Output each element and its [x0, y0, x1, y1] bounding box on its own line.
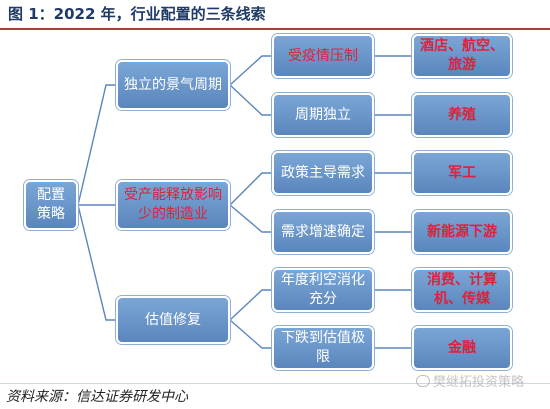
title-divider	[0, 28, 550, 30]
root-node-label: 配置策略	[37, 187, 65, 222]
sub-node-1-1-label: 受疫情压制	[288, 47, 358, 64]
branch-node-2-label: 受产能释放影响少的制造业	[124, 187, 222, 222]
sub-node-3-1-label: 年度利空消化充分	[281, 272, 365, 307]
sub-node-3-2-label: 下跌到估值极限	[281, 330, 365, 365]
sub-node-1-2-label: 周期独立	[295, 106, 351, 123]
sub-node-3-2: 下跌到估值极限	[272, 326, 374, 370]
connector-branch2-child1	[229, 172, 272, 206]
leaf-node-4: 新能源下游	[412, 210, 512, 254]
footer-divider	[0, 383, 550, 384]
sub-node-3-1: 年度利空消化充分	[272, 268, 374, 312]
sub-node-2-2-label: 需求增速确定	[281, 223, 365, 240]
source-note: 资料来源：信达证券研发中心	[6, 389, 188, 405]
leaf-node-5-label: 消费、计算机、传媒	[427, 272, 497, 307]
leaf-node-6: 金融	[412, 326, 512, 370]
connector-branch1-child2	[229, 84, 272, 116]
leaf-node-3: 军工	[412, 151, 512, 195]
root-node: 配置策略	[24, 180, 78, 230]
leaf-node-6-label: 金融	[448, 339, 476, 356]
leaf-node-1: 酒店、航空、旅游	[412, 34, 512, 78]
branch-node-1: 独立的景气周期	[116, 60, 230, 110]
figure-title: 图 1：2022 年，行业配置的三条线索	[8, 5, 266, 23]
sub-node-1-2: 周期独立	[272, 93, 374, 137]
watermark: 樊继拓投资策略	[416, 371, 524, 390]
branch-node-3-label: 估值修复	[145, 311, 201, 328]
watermark-text: 樊继拓投资策略	[433, 375, 525, 390]
leaf-node-1-label: 酒店、航空、旅游	[420, 38, 504, 73]
connector-root-branch3	[77, 204, 116, 321]
sub-node-2-1-label: 政策主导需求	[281, 164, 365, 181]
connector-branch2-child2	[229, 204, 272, 233]
leaf-node-3-label: 军工	[448, 164, 476, 181]
leaf-node-2: 养殖	[412, 93, 512, 137]
sub-node-2-1: 政策主导需求	[272, 151, 374, 195]
leaf-node-4-label: 新能源下游	[427, 223, 497, 240]
branch-node-3: 估值修复	[116, 296, 230, 344]
chat-bubble-icon	[416, 374, 430, 387]
connector-root-branch1	[77, 84, 116, 206]
connector-branch1-child1	[229, 55, 272, 86]
connector-branch3-child1	[229, 289, 272, 321]
connector-branch3-child2	[229, 319, 272, 349]
branch-node-1-label: 独立的景气周期	[124, 76, 222, 93]
sub-node-1-1: 受疫情压制	[272, 34, 374, 78]
leaf-node-5: 消费、计算机、传媒	[412, 268, 512, 312]
sub-node-2-2: 需求增速确定	[272, 210, 374, 254]
leaf-node-2-label: 养殖	[448, 106, 476, 123]
branch-node-2: 受产能释放影响少的制造业	[116, 180, 230, 230]
